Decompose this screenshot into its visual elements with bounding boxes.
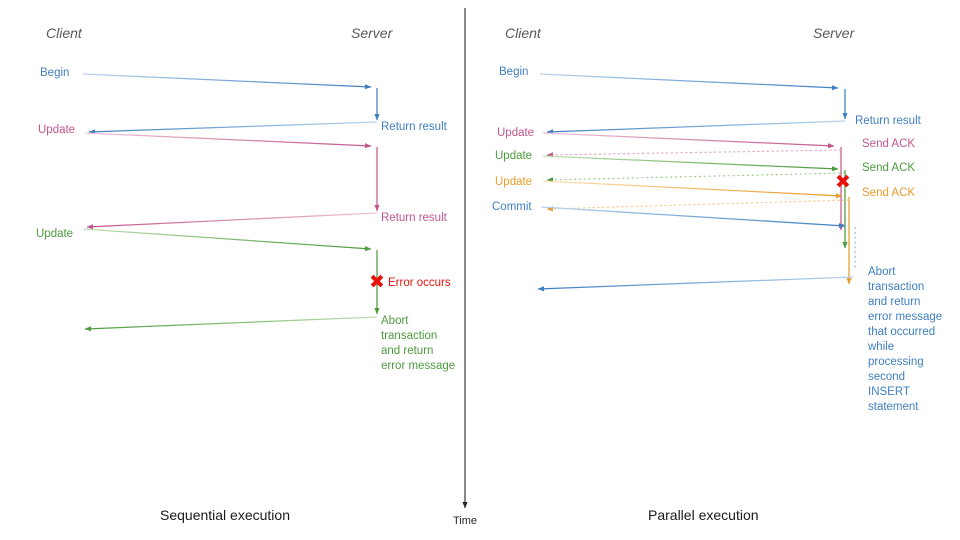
abort-line: processing bbox=[868, 356, 924, 368]
message-label-seq-abort: Abort transaction and return error messa… bbox=[381, 315, 455, 372]
message-label-par-update-3: Update bbox=[495, 176, 532, 188]
abort-line: while bbox=[867, 341, 894, 353]
message-label-par-return: Return result bbox=[855, 115, 922, 127]
message-par-return: Return result bbox=[546, 115, 922, 135]
message-label-seq-return-1: Return result bbox=[381, 121, 448, 133]
arrow-seq-begin bbox=[82, 73, 372, 90]
abort-line: statement bbox=[868, 401, 919, 413]
arrow-par-commit bbox=[540, 206, 846, 229]
message-label-par-ack-1: Send ACK bbox=[862, 138, 915, 150]
arrow-par-abort bbox=[537, 276, 854, 292]
caption-parallel: Parallel execution bbox=[648, 507, 759, 523]
message-par-abort: Abort transaction and return error messa… bbox=[537, 266, 945, 413]
error-marker-sequential: ✖ Error occurs bbox=[369, 272, 451, 293]
arrow-par-ack-3 bbox=[546, 199, 850, 212]
arrow-seq-return-2 bbox=[86, 212, 378, 230]
abort-line: transaction bbox=[381, 330, 437, 342]
message-par-commit: Commit bbox=[492, 201, 846, 229]
panel-sequential: Client Server Begin Return result Update… bbox=[36, 25, 455, 523]
message-par-update-1: Update Send ACK bbox=[497, 127, 915, 150]
message-seq-return-1: Return result bbox=[88, 121, 448, 135]
message-label-seq-begin: Begin bbox=[40, 67, 69, 79]
lane-title-server-parallel: Server bbox=[813, 25, 856, 41]
error-label-sequential: Error occurs bbox=[388, 277, 451, 289]
error-marker-parallel: ✖ bbox=[835, 172, 851, 193]
time-axis-label: Time bbox=[453, 515, 477, 527]
abort-line: error message bbox=[381, 360, 455, 372]
panel-parallel: Client Server Begin Return result Update… bbox=[492, 25, 945, 523]
message-par-update-2: Update Send ACK bbox=[495, 150, 915, 174]
caption-sequential: Sequential execution bbox=[160, 507, 290, 523]
abort-line: and return bbox=[868, 296, 920, 308]
arrow-par-update-3 bbox=[542, 180, 843, 199]
arrow-par-ack-2 bbox=[546, 172, 846, 183]
arrow-par-begin bbox=[539, 73, 839, 91]
lane-title-server-sequential: Server bbox=[351, 25, 394, 41]
message-label-par-commit: Commit bbox=[492, 201, 532, 213]
error-x-icon: ✖ bbox=[835, 172, 851, 193]
time-axis: Time bbox=[453, 8, 477, 527]
message-label-seq-return-2: Return result bbox=[381, 212, 448, 224]
message-seq-return-2: Return result bbox=[86, 212, 448, 230]
message-label-par-update-2: Update bbox=[495, 150, 532, 162]
message-label-par-abort: Abort transaction and return error messa… bbox=[867, 266, 945, 413]
arrow-seq-abort bbox=[84, 316, 378, 332]
abort-line: Abort bbox=[868, 266, 896, 278]
abort-line: transaction bbox=[868, 281, 924, 293]
arrow-seq-return-1 bbox=[88, 121, 378, 135]
message-par-update-3: Update Send ACK bbox=[495, 176, 915, 199]
message-label-seq-update-1: Update bbox=[38, 124, 75, 136]
abort-line: Abort bbox=[381, 315, 409, 327]
abort-line: and return bbox=[381, 345, 433, 357]
abort-line: INSERT bbox=[868, 386, 910, 398]
arrow-seq-update-1 bbox=[84, 132, 372, 149]
message-seq-abort: Abort transaction and return error messa… bbox=[84, 315, 455, 372]
arrow-par-return bbox=[546, 120, 846, 135]
message-label-par-ack-3: Send ACK bbox=[862, 187, 915, 199]
error-x-icon: ✖ bbox=[369, 272, 385, 293]
abort-line: error message bbox=[868, 311, 942, 323]
message-seq-update-2: Update bbox=[36, 228, 372, 252]
arrow-par-update-1 bbox=[542, 132, 835, 149]
message-label-par-update-1: Update bbox=[497, 127, 534, 139]
arrow-seq-update-2 bbox=[83, 228, 372, 252]
message-seq-update-1: Update bbox=[38, 124, 372, 149]
message-label-seq-update-2: Update bbox=[36, 228, 73, 240]
abort-line: that occurred bbox=[868, 326, 935, 338]
message-label-par-begin: Begin bbox=[499, 66, 528, 78]
arrow-par-update-2 bbox=[542, 155, 839, 172]
abort-line: second bbox=[868, 371, 905, 383]
message-label-par-ack-2: Send ACK bbox=[862, 162, 915, 174]
arrow-par-ack-1 bbox=[546, 149, 842, 158]
message-par-begin: Begin bbox=[499, 66, 839, 91]
lane-title-client-sequential: Client bbox=[46, 25, 83, 41]
lane-title-client-parallel: Client bbox=[505, 25, 542, 41]
message-seq-begin: Begin bbox=[40, 67, 372, 90]
